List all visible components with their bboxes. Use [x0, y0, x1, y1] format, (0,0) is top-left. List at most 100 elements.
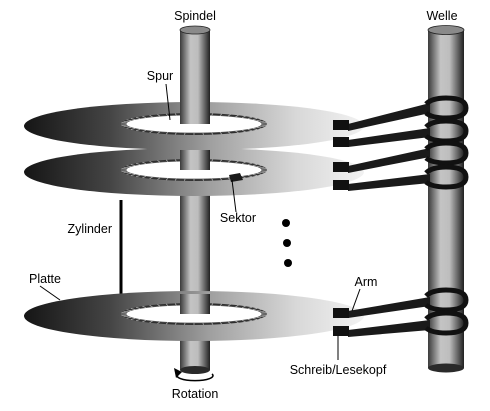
track-tick — [219, 303, 223, 306]
track-tick — [211, 113, 214, 116]
label-schreib-lesekopf: Schreib/Lesekopf — [290, 363, 387, 377]
arm-5 — [333, 297, 430, 318]
track-tick — [165, 132, 169, 135]
track-tick — [256, 309, 262, 311]
track-tick — [219, 322, 223, 325]
track-tick — [259, 125, 265, 128]
track-tick — [202, 178, 204, 182]
track-tick — [149, 160, 153, 164]
arm-1 — [333, 103, 430, 131]
track-tick — [241, 115, 246, 118]
track-tick — [247, 129, 253, 132]
track-tick — [135, 116, 141, 119]
arm-6 — [333, 320, 430, 337]
track-tick — [130, 118, 136, 120]
label-arm: Arm — [355, 275, 378, 289]
sector-highlight — [229, 173, 243, 182]
track-tick — [252, 118, 258, 120]
track-tick — [142, 115, 147, 118]
label-zylinder: Zylinder — [68, 222, 112, 236]
label-platte: Platte — [29, 272, 61, 286]
track-tick — [259, 171, 265, 174]
track-tick — [157, 321, 161, 324]
track-tick — [219, 113, 223, 116]
platter-top — [24, 96, 364, 150]
track-tick — [149, 130, 153, 134]
track-tick — [157, 114, 161, 117]
track-tick — [202, 132, 204, 136]
track-tick — [241, 161, 246, 164]
track-tick — [247, 319, 253, 322]
track-tick — [256, 119, 262, 121]
track-tick — [211, 322, 214, 325]
label-rotation: Rotation — [172, 387, 219, 401]
track-tick — [252, 164, 258, 166]
track-tick — [157, 304, 161, 307]
track-tick — [227, 160, 231, 163]
track-tick — [219, 178, 223, 181]
track-tick — [149, 304, 153, 308]
track-tick — [247, 306, 253, 309]
track-tick — [142, 130, 147, 133]
leader-lines — [39, 83, 361, 360]
track-tick — [135, 319, 141, 322]
platter-bottom — [24, 291, 364, 341]
track-tick — [256, 173, 262, 175]
label-spindel: Spindel — [174, 9, 216, 23]
track-tick — [165, 113, 169, 116]
track-tick — [130, 128, 136, 130]
track-tick — [259, 315, 265, 318]
track-tick — [165, 303, 169, 306]
arm-3 — [333, 148, 430, 173]
track-tick — [227, 304, 231, 307]
track-tick — [130, 308, 136, 310]
track-tick — [256, 317, 262, 319]
track-tick — [219, 132, 223, 135]
track-tick — [174, 322, 177, 325]
track-tick — [235, 114, 239, 118]
track-tick — [252, 308, 258, 310]
track-tick — [157, 131, 161, 134]
shaft-clamps — [424, 95, 469, 336]
track-tick — [142, 176, 147, 179]
track-tick — [135, 162, 141, 165]
track-tick — [123, 125, 129, 128]
track-tick — [142, 161, 147, 164]
track-tick — [149, 176, 153, 180]
track-tick — [142, 305, 147, 308]
track-tick — [184, 178, 186, 182]
rotation-arrow — [174, 368, 214, 382]
track-tick — [235, 304, 239, 308]
track-tick — [126, 119, 132, 121]
track-tick — [227, 114, 231, 117]
track-tick — [227, 131, 231, 134]
track-tick — [135, 306, 141, 309]
track-tick — [174, 159, 177, 162]
label-sektor: Sektor — [220, 211, 256, 225]
track-tick — [174, 178, 177, 181]
track-tick — [241, 305, 246, 308]
track-tick — [157, 160, 161, 163]
track-tick — [259, 166, 265, 169]
track-tick — [241, 176, 246, 179]
track-tick — [165, 178, 169, 181]
track-tick — [202, 322, 204, 326]
track-tick — [126, 165, 132, 167]
track-tick — [235, 160, 239, 164]
track-tick — [126, 173, 132, 175]
track-tick — [126, 317, 132, 319]
track-tick — [142, 320, 147, 323]
shaft — [427, 25, 465, 373]
track-tick — [130, 174, 136, 176]
track-tick — [123, 166, 129, 169]
track-tick — [130, 318, 136, 320]
track-tick — [247, 175, 253, 178]
track-tick — [256, 165, 262, 167]
track-tick — [123, 120, 129, 123]
track-tick — [149, 114, 153, 118]
track-tick — [241, 130, 246, 133]
track-tick — [123, 310, 129, 313]
track-tick — [135, 175, 141, 178]
